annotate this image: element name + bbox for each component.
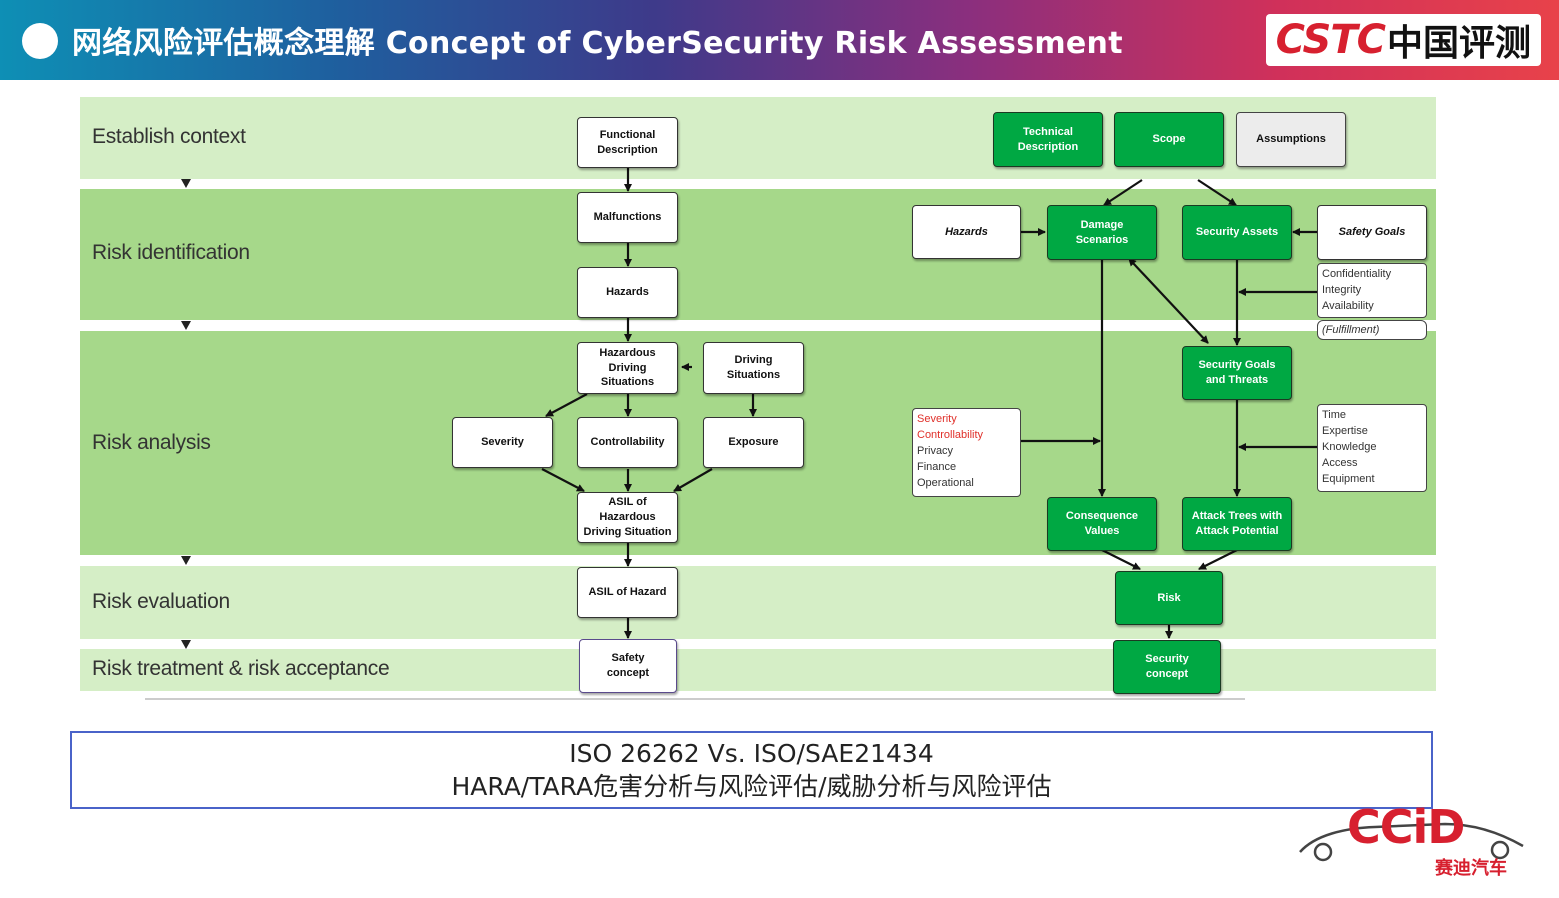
box-safety-goals: Safety Goals (1317, 205, 1427, 260)
attack-factor-item: Expertise (1322, 425, 1368, 437)
box-security-concept: Security concept (1113, 640, 1221, 694)
band-flow-arrow-icon (181, 321, 191, 330)
box-severity: Severity (452, 417, 553, 468)
box-risk: Risk (1115, 571, 1223, 625)
box-driving-situations: Driving Situations (703, 342, 804, 394)
box-attack-trees: Attack Trees with Attack Potential (1182, 497, 1292, 551)
bullet-circle-icon (22, 23, 58, 59)
ccid-logo-chinese: 赛迪汽车 (1435, 858, 1507, 879)
box-security-assets: Security Assets (1182, 205, 1292, 260)
band-label-risk-analysis: Risk analysis (92, 431, 211, 454)
ccid-logo: CCiD 赛迪汽车 (1295, 800, 1530, 885)
box-exposure: Exposure (703, 417, 804, 468)
impact-item-safety: Severity (917, 413, 957, 425)
box-hazardous-driving-situations: Hazardous Driving Situations (577, 342, 678, 394)
cia-item: Availability (1322, 300, 1374, 312)
band-label-risk-treatment: Risk treatment & risk acceptance (92, 657, 390, 680)
impact-category-list: Severity Controllability Privacy Finance… (912, 408, 1021, 497)
box-asil-of-hazard: ASIL of Hazard (577, 567, 678, 618)
comparison-caption: ISO 26262 Vs. ISO/SAE21434 HARA/TARA危害分析… (70, 731, 1433, 809)
attack-factor-list: Time Expertise Knowledge Access Equipmen… (1317, 404, 1427, 492)
box-safety-concept: Safety concept (579, 639, 677, 693)
box-security-goals-threats: Security Goals and Threats (1182, 346, 1292, 400)
box-asil-hazardous-driving-situation: ASIL of Hazardous Driving Situation (577, 492, 678, 543)
flow-arrows (541, 168, 1317, 639)
box-damage-scenarios: Damage Scenarios (1047, 205, 1157, 260)
cstc-logo-chinese: 中国评测 (1386, 23, 1531, 64)
car-outline-icon (1299, 822, 1524, 862)
band-label-risk-identification: Risk identification (92, 241, 250, 264)
baseline-divider (145, 698, 1245, 700)
box-assumptions: Assumptions (1236, 112, 1346, 167)
risk-assessment-diagram: Establish context Risk identification Ri… (80, 95, 1440, 705)
box-scope: Scope (1114, 112, 1224, 167)
band-label-risk-evaluation: Risk evaluation (92, 590, 230, 613)
attack-factor-item: Knowledge (1322, 441, 1377, 453)
impact-item-safety: Controllability (917, 429, 984, 441)
cia-item: Confidentiality (1322, 268, 1392, 280)
box-technical-description: Technical Description (993, 112, 1103, 167)
cia-list: Confidentiality Integrity Availability (1317, 263, 1427, 318)
band-label-establish-context: Establish context (92, 125, 246, 148)
box-controllability: Controllability (577, 417, 678, 468)
band-flow-arrow-icon (181, 556, 191, 565)
caption-line-hara-tara: HARA/TARA危害分析与风险评估/威胁分析与风险评估 (451, 772, 1052, 801)
impact-item: Operational (917, 477, 974, 489)
box-functional-description: Functional Description (577, 117, 678, 168)
impact-item: Finance (917, 461, 957, 473)
attack-factor-item: Equipment (1322, 473, 1375, 485)
box-consequence-values: Consequence Values (1047, 497, 1157, 551)
page-title: 网络风险评估概念理解 Concept of CyberSecurity Risk… (72, 26, 1123, 61)
box-hazards-security: Hazards (912, 205, 1021, 259)
ccid-logo-latin: CCiD (1347, 800, 1465, 854)
fulfillment-label: (Fulfillment) (1317, 320, 1427, 340)
box-hazards-safety: Hazards (577, 267, 678, 318)
header-bar: 网络风险评估概念理解 Concept of CyberSecurity Risk… (0, 0, 1559, 80)
cstc-logo: CSTC 中国评测 (1265, 14, 1541, 66)
attack-factor-item: Time (1322, 409, 1347, 421)
impact-item: Privacy (917, 445, 954, 457)
cia-item: Integrity (1322, 284, 1362, 296)
band-flow-arrow-icon (181, 640, 191, 649)
cstc-logo-latin: CSTC (1275, 17, 1386, 63)
attack-factor-item: Access (1322, 457, 1358, 469)
band-flow-arrow-icon (181, 179, 191, 188)
box-malfunctions: Malfunctions (577, 192, 678, 243)
caption-line-standards: ISO 26262 Vs. ISO/SAE21434 (569, 739, 934, 768)
